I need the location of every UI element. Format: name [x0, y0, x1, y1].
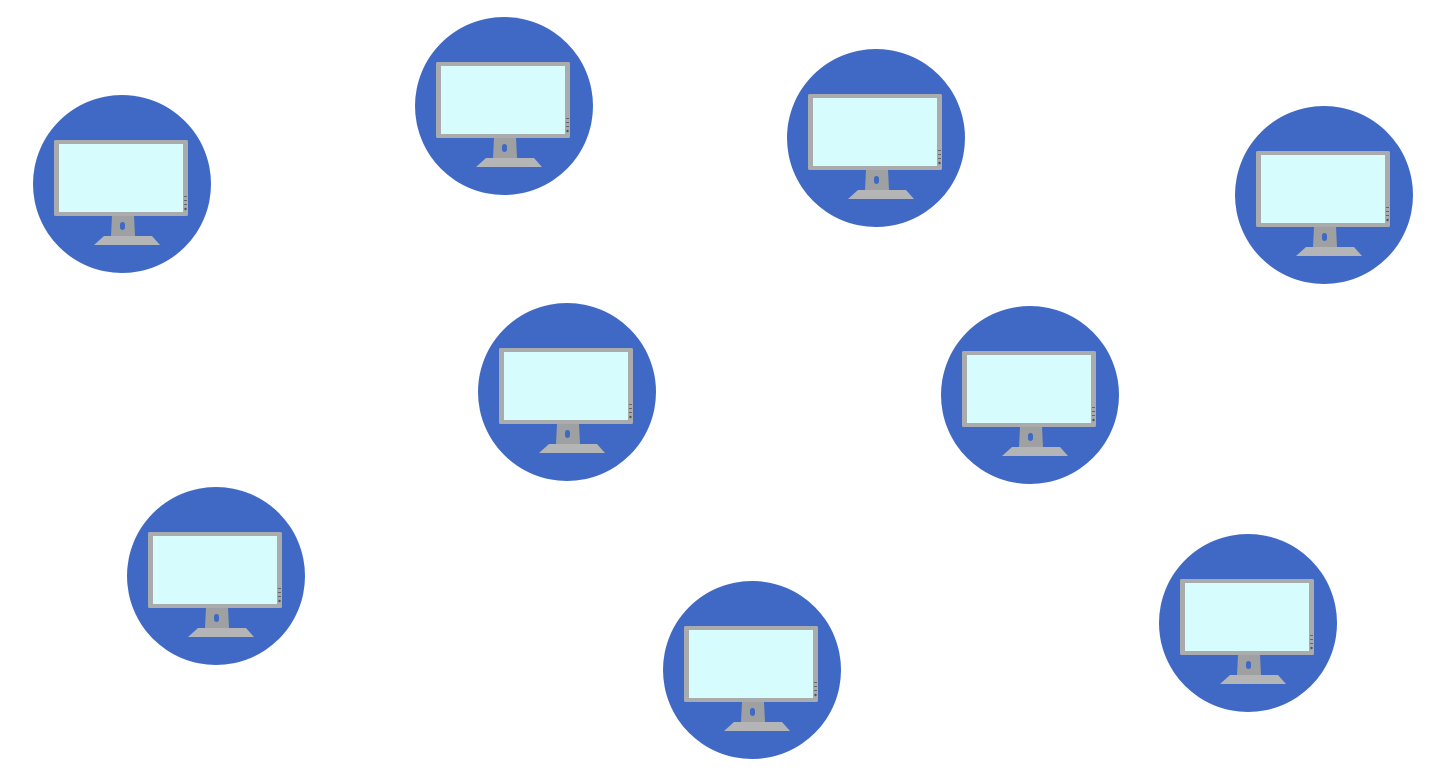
- monitor-screen: [153, 536, 277, 604]
- monitor-screen: [813, 98, 937, 166]
- monitor-screen: [441, 66, 565, 134]
- computer-5-node: [477, 302, 657, 482]
- computer-6-node: [940, 305, 1120, 485]
- monitor-icon: [127, 487, 305, 665]
- monitor-base: [848, 190, 914, 199]
- computer-7-node: [126, 486, 306, 666]
- monitor-screen: [689, 630, 813, 698]
- monitor-base: [1296, 247, 1362, 256]
- monitor-base: [1002, 447, 1068, 456]
- monitor-screen: [59, 144, 183, 212]
- monitor-base: [724, 722, 790, 731]
- computer-9-node: [1158, 533, 1338, 713]
- computer-1-node: [32, 94, 212, 274]
- computer-4-node: [1234, 105, 1414, 285]
- monitor-screen: [1261, 155, 1385, 223]
- computer-8-node: [662, 580, 842, 760]
- monitor-icon: [663, 581, 841, 759]
- monitor-base: [476, 158, 542, 167]
- computer-3-node: [786, 48, 966, 228]
- monitor-icon: [941, 306, 1119, 484]
- monitor-icon: [478, 303, 656, 481]
- monitor-icon: [787, 49, 965, 227]
- monitor-screen: [967, 355, 1091, 423]
- monitor-base: [1220, 675, 1286, 684]
- monitor-screen: [504, 352, 628, 420]
- monitor-base: [94, 236, 160, 245]
- monitor-icon: [33, 95, 211, 273]
- monitor-icon: [1235, 106, 1413, 284]
- monitor-icon: [1159, 534, 1337, 712]
- monitor-base: [188, 628, 254, 637]
- computer-2-node: [414, 16, 594, 196]
- monitor-screen: [1185, 583, 1309, 651]
- monitor-icon: [415, 17, 593, 195]
- monitor-base: [539, 444, 605, 453]
